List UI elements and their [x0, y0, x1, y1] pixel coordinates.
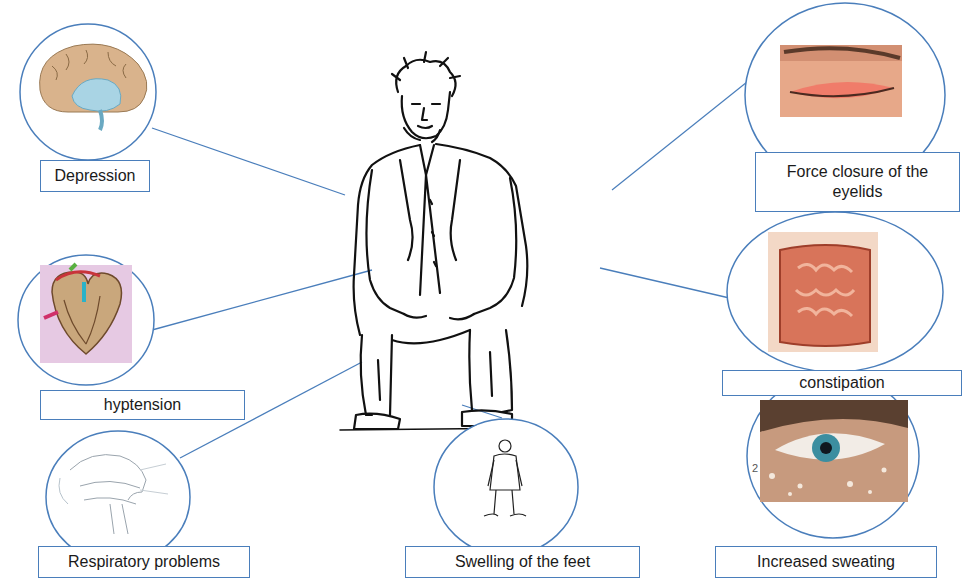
- symptom-label: Respiratory problems: [38, 546, 250, 578]
- patient-figure: [340, 52, 540, 430]
- stray-mark: 2: [752, 462, 758, 474]
- intestine-icon: [768, 232, 878, 352]
- symptom-label: Force closure of the eyelids: [755, 152, 960, 212]
- icon-circles: [18, 3, 945, 563]
- symptom-text: Respiratory problems: [68, 552, 220, 572]
- sweating-icon: [760, 400, 908, 502]
- symptom-label: Swelling of the feet: [405, 546, 640, 578]
- eyelid-icon: [780, 45, 902, 117]
- respiratory-icon: [59, 455, 168, 534]
- symptom-label: hyptension: [40, 390, 245, 420]
- symptom-text: Depression: [55, 166, 136, 186]
- brain-icon: [40, 44, 147, 130]
- symptom-label: Depression: [40, 160, 150, 192]
- heart-icon: [40, 264, 132, 363]
- swelling-icon: [484, 440, 526, 516]
- symptom-text: Swelling of the feet: [455, 552, 590, 572]
- symptom-text: hyptension: [104, 395, 181, 415]
- symptom-text: Force closure of the eyelids: [764, 162, 951, 202]
- symptom-text: Increased sweating: [757, 552, 895, 572]
- symptom-label: Increased sweating: [715, 546, 937, 578]
- symptom-text: constipation: [799, 373, 884, 393]
- symptom-label: constipation: [722, 370, 962, 396]
